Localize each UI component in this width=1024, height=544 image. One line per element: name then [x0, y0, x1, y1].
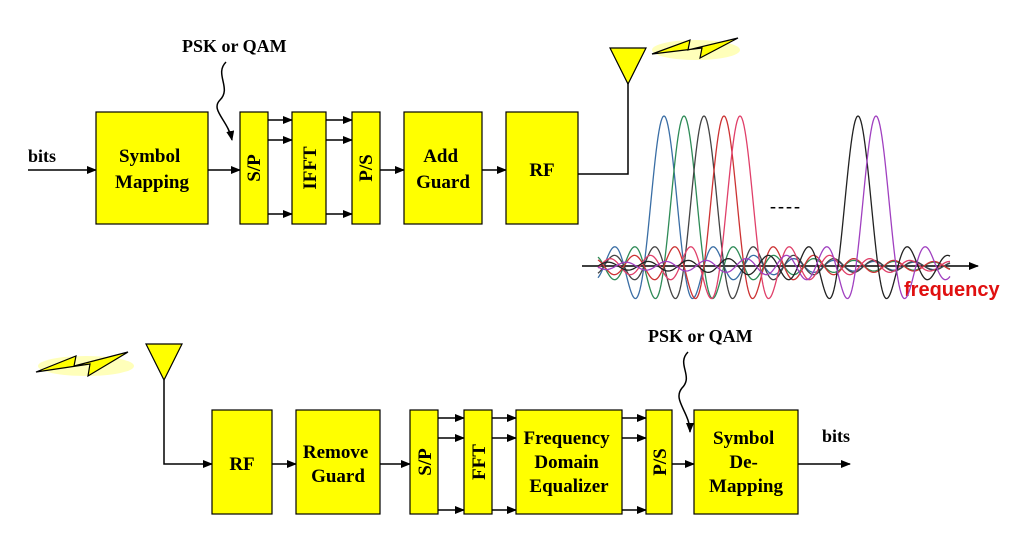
subcarrier-curve	[597, 115, 951, 300]
symbol-demapping-block	[693, 409, 799, 515]
symbol-demapping-label: Symbol De- Mapping	[709, 428, 783, 497]
subcarrier-curves	[597, 115, 951, 300]
rx-rf-label: RF	[229, 454, 254, 475]
add-guard-block	[403, 111, 483, 225]
symbol-mapping-label: Symbol Mapping	[115, 146, 189, 193]
rx-antenna-icon	[145, 343, 183, 382]
receiver-chain: RF Remove Guard S/P FFT Frequency Domain…	[35, 326, 851, 515]
remove-guard-block	[295, 409, 381, 515]
rx-rf-block	[211, 409, 273, 515]
rx-modulation-label: PSK or QAM	[648, 326, 753, 346]
rx-antenna-feed	[163, 380, 213, 468]
tx-modulation-label: PSK or QAM	[182, 36, 287, 56]
fft-label: FFT	[469, 444, 490, 480]
ifft-block	[291, 111, 327, 225]
rx-output-bits-label: bits	[822, 426, 850, 446]
tx-rf-label: RF	[529, 160, 554, 181]
tx-wireless-signal-icon	[651, 37, 740, 60]
remove-guard-label: Remove Guard	[303, 442, 373, 487]
frequency-domain-equalizer-block	[515, 409, 623, 515]
rx-ps-block	[645, 409, 673, 515]
add-guard-label: Add Guard	[416, 146, 470, 193]
rx-sp-block	[409, 409, 439, 515]
subcarrier-curve	[597, 115, 951, 300]
rx-sp-label: S/P	[415, 448, 436, 476]
spectrum-ellipsis: ----	[770, 196, 802, 216]
tx-antenna-feed	[578, 82, 629, 175]
transmitter-chain: bits Symbol Mapping PSK or QAM S/P IFFT …	[28, 36, 740, 225]
subcarrier-curve	[597, 115, 951, 300]
ifft-label: IFFT	[300, 146, 321, 190]
tx-sp-label: S/P	[244, 154, 265, 182]
subcarrier-curve	[597, 115, 951, 300]
rx-wireless-signal-icon	[35, 351, 134, 378]
rx-ps-label: P/S	[650, 448, 671, 475]
subcarrier-curve	[597, 115, 951, 300]
tx-antenna-icon	[609, 47, 647, 86]
tx-ps-label: P/S	[356, 154, 377, 181]
tx-rf-block	[505, 111, 579, 225]
symbol-mapping-block	[95, 111, 209, 225]
tx-modulation-pointer	[216, 61, 235, 141]
subcarrier-curve	[597, 115, 951, 300]
rx-modulation-pointer	[678, 351, 694, 433]
frequency-axis-label: frequency	[904, 279, 1000, 301]
tx-sp-block	[239, 111, 269, 225]
fft-block	[463, 409, 493, 515]
subcarrier-spectrum: frequency ----	[582, 115, 1000, 301]
tx-ps-block	[351, 111, 381, 225]
frequency-domain-equalizer-label: Frequency Domain Equalizer	[524, 428, 615, 497]
tx-input-bits-label: bits	[28, 146, 56, 166]
